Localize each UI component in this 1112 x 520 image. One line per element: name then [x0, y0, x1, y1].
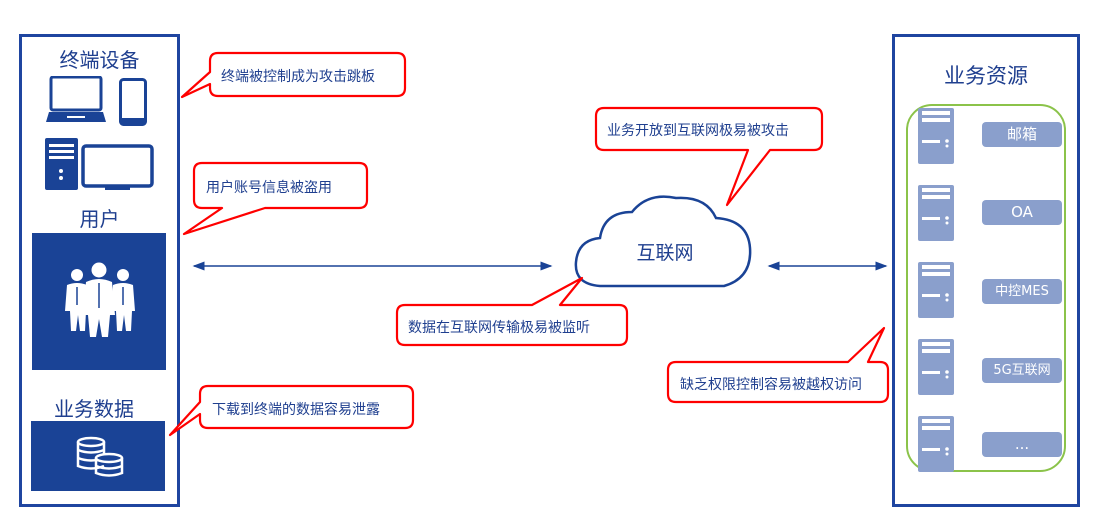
callout-bubble [395, 276, 629, 347]
resource-more: ... [982, 432, 1062, 457]
server-icon [918, 108, 954, 164]
internet-cloud-icon [574, 195, 752, 288]
resource-oa: OA [982, 200, 1062, 225]
callout-terminal-hijack: 终端被控制成为攻击跳板 [221, 69, 375, 85]
laptop-icon [46, 76, 106, 122]
database-icon [76, 436, 124, 477]
server-icon [918, 416, 954, 472]
resource-group [906, 104, 1066, 472]
callout-bubble [168, 384, 415, 437]
server-icon [918, 262, 954, 318]
resource-mes: 中控MES [982, 279, 1062, 304]
internet-label: 互联网 [636, 242, 694, 264]
business-data-title: 业务数据 [54, 397, 134, 421]
callout-exposed-to-attack: 业务开放到互联网极易被攻击 [607, 123, 789, 139]
users-group-icon [65, 262, 135, 337]
callout-bubble [666, 326, 890, 404]
terminal-devices-title: 终端设备 [59, 48, 140, 72]
callout-account-theft: 用户账号信息被盗用 [206, 180, 332, 196]
user-title: 用户 [79, 207, 120, 231]
monitor-icon [81, 144, 154, 190]
callout-bubble [182, 161, 369, 236]
users-box [32, 233, 166, 370]
callout-bubble [180, 51, 407, 99]
server-icon [918, 185, 954, 241]
resource-5g: 5G互联网 [982, 358, 1062, 383]
callout-unauthorized-access: 缺乏权限控制容易被越权访问 [680, 377, 862, 393]
server-icon [918, 339, 954, 395]
phone-icon [119, 78, 147, 126]
desktop-tower-icon [45, 138, 78, 190]
business-resources-title: 业务资源 [944, 64, 1028, 88]
callout-bubble [594, 106, 824, 207]
data-box [31, 421, 165, 491]
callout-transmission-sniffing: 数据在互联网传输极易被监听 [408, 320, 590, 336]
resource-mail: 邮箱 [982, 122, 1062, 147]
callout-data-leak: 下载到终端的数据容易泄露 [212, 402, 380, 418]
